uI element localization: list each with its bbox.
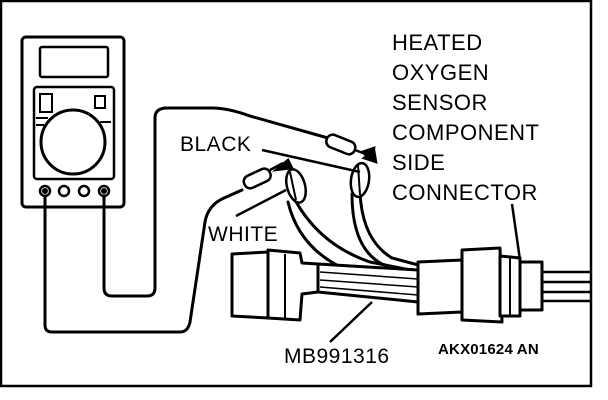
harness-right-boot [416, 258, 464, 316]
component-label-line-2: OXYGEN [392, 60, 490, 85]
multimeter-panel [32, 85, 116, 181]
black-clip-wire-a [358, 190, 424, 268]
sensor-side-connector [498, 254, 544, 318]
white-clip-wire-a [293, 198, 422, 274]
harness-left-connector [230, 250, 270, 320]
harness-right-connector [460, 246, 504, 324]
black-probe-label: BLACK [180, 133, 252, 156]
black-leader-line [261, 148, 361, 174]
mode-button [94, 95, 106, 109]
jack-2 [57, 184, 71, 198]
test-harness [230, 246, 504, 324]
range-switch [39, 93, 53, 113]
white-leader-line [235, 188, 287, 218]
harness-label: MB991316 [284, 345, 390, 368]
connector-leader-line [510, 203, 522, 261]
jack-3 [77, 184, 91, 198]
multimeter [20, 35, 126, 209]
harness-left-boot [266, 248, 320, 322]
component-label-line-5: SIDE [392, 150, 446, 175]
component-label-line-4: COMPONENT [392, 120, 540, 145]
white-probe [242, 158, 294, 190]
white-lead-wire [43, 188, 244, 334]
black-clip-wire-b [350, 192, 422, 278]
figure-border [0, 0, 593, 388]
multimeter-dial [39, 108, 107, 176]
black-lead-wire [102, 106, 330, 298]
figure-code: AKX01624 AN [438, 341, 539, 358]
component-label-line-3: SENSOR [392, 90, 488, 115]
white-probe-label: WHITE [208, 223, 279, 246]
multimeter-display [38, 45, 110, 79]
component-label-line-6: CONNECTOR [392, 180, 538, 205]
component-label-line-1: HEATED [392, 30, 483, 55]
harness-leader-line [329, 301, 373, 343]
multimeter-body [20, 35, 126, 209]
